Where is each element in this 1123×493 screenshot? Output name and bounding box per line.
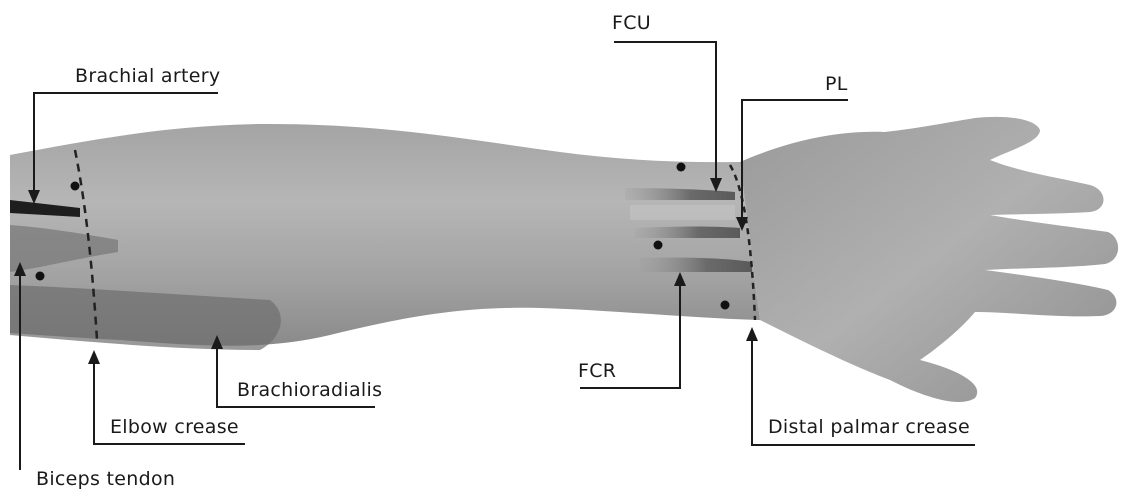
- fcu-label: FCU: [612, 14, 651, 33]
- brachioradialis-label: Brachioradialis: [237, 381, 382, 400]
- pl-label: PL: [825, 75, 848, 94]
- brachial-artery-label: Brachial artery: [75, 67, 220, 86]
- elbow-crease-label: Elbow crease: [110, 418, 239, 437]
- distal-palmar-crease-label: Distal palmar crease: [768, 418, 970, 437]
- hand-shape: [740, 117, 1118, 402]
- landmark-dot: [36, 272, 45, 281]
- biceps-tendon-label: Biceps tendon: [36, 470, 175, 489]
- tendon-light-strip: [630, 205, 735, 220]
- arrowhead: [746, 327, 758, 341]
- landmark-dot: [654, 241, 663, 250]
- landmark-dot: [71, 182, 80, 191]
- pl-tendon: [635, 227, 740, 239]
- arrowhead: [88, 350, 100, 364]
- landmark-dot: [721, 301, 730, 310]
- landmark-dot: [677, 163, 686, 172]
- fcr-label: FCR: [578, 362, 616, 381]
